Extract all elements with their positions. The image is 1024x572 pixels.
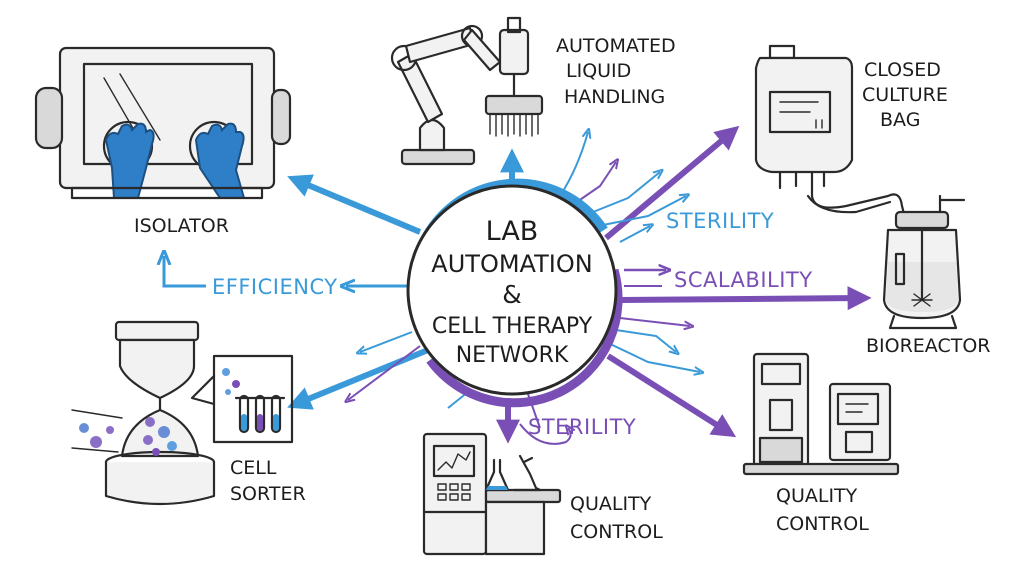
liquid-handling-illustration: [390, 16, 544, 166]
flow-line: [559, 132, 588, 197]
node-qc-center-line-1: QUALITY: [570, 493, 652, 515]
bioreactor-illustration: [882, 194, 966, 330]
edge-label-sterility-bottom: STERILITY: [528, 415, 636, 439]
edge-label-sterility-top: STERILITY: [666, 209, 774, 233]
arrow-to-isolator: [287, 174, 422, 235]
flow-line: [619, 226, 650, 243]
flow-line: [619, 317, 690, 326]
node-isolator-label: ISOLATOR: [134, 215, 229, 237]
arrow-to-bioreactor: [621, 286, 872, 311]
node-culture-bag-line-2: CULTURE: [862, 84, 948, 106]
node-cell-sorter-line-2: SORTER: [230, 483, 306, 505]
flow-line: [605, 341, 700, 372]
flow-line: [360, 331, 413, 352]
sterility-curl-arrow: [519, 424, 571, 445]
glove-icon: [194, 122, 246, 199]
arrow-to-qc-right: [606, 353, 737, 438]
hub: LAB AUTOMATION & CELL THERAPY NETWORK: [406, 178, 623, 408]
node-qc-center-line-2: CONTROL: [570, 521, 663, 543]
cell-sorter-illustration: [71, 320, 294, 506]
qc-center-illustration: [422, 432, 562, 556]
efficiency-return-arrow: [164, 256, 206, 288]
flow-line: [615, 329, 676, 352]
hub-ring-purple: [426, 268, 623, 408]
hub-line-1: LAB: [486, 216, 539, 247]
node-qc-right-line-1: QUALITY: [776, 485, 858, 507]
hub-circle: [406, 184, 618, 396]
flow-line: [587, 172, 660, 215]
glove-icon: [104, 122, 155, 199]
node-liquid-handling-line-3: HANDLING: [564, 86, 665, 108]
arrow-to-cell-sorter: [287, 347, 430, 410]
flow-line: [348, 345, 421, 400]
culture-bag-illustration: [754, 44, 906, 216]
node-qc-right-line-2: CONTROL: [776, 513, 869, 535]
isolator-illustration: [34, 46, 292, 200]
node-culture-bag-line-3: BAG: [880, 109, 920, 131]
edge-label-efficiency: EFFICIENCY: [212, 275, 338, 299]
hub-line-2: AUTOMATION: [431, 250, 592, 278]
node-liquid-handling-line-2: LIQUID: [566, 60, 631, 82]
hub-line-3: &: [502, 280, 522, 309]
hub-line-4: CELL THERAPY: [432, 314, 593, 339]
qc-right-illustration: [742, 352, 900, 476]
hub-line-5: NETWORK: [456, 343, 569, 368]
node-culture-bag-line-1: CLOSED: [864, 59, 941, 81]
flow-line: [597, 196, 686, 227]
node-liquid-handling-line-1: AUTOMATED: [556, 35, 676, 57]
node-cell-sorter-line-1: CELL: [230, 457, 277, 479]
edge-label-scalability: SCALABILITY: [674, 268, 813, 292]
flow-line: [573, 162, 616, 205]
node-bioreactor-label: BIOREACTOR: [866, 335, 991, 357]
